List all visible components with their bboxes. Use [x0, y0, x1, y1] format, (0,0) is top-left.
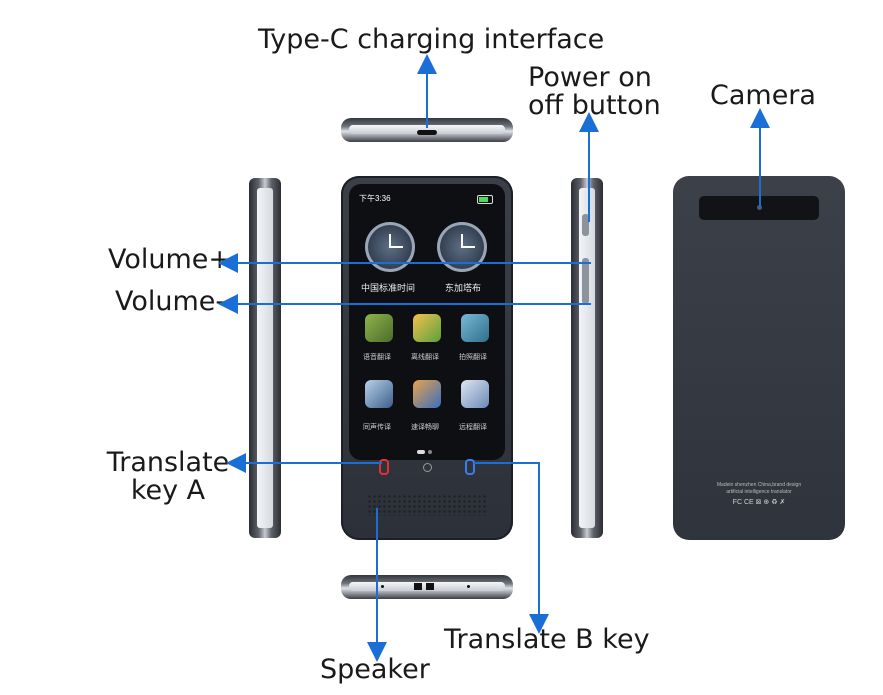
app-voice-translate-icon[interactable]	[365, 314, 393, 342]
camera-label: Camera	[710, 80, 816, 111]
status-time: 下午3:36	[359, 194, 391, 203]
app-label: 语音翻译	[363, 353, 391, 361]
translate-b-mic-button[interactable]	[465, 459, 475, 475]
volume-minus-label: Volume-	[115, 286, 226, 317]
back-text-line2: artificial intelligence translator	[726, 489, 792, 495]
back-text-line1: Madein shenzhen China,brand design	[716, 482, 802, 488]
typec-label: Type-C charging interface	[258, 24, 605, 55]
app-label: 远程翻译	[459, 423, 487, 431]
volume-rocker[interactable]	[582, 258, 589, 304]
battery-icon	[477, 195, 493, 204]
certification-marks: FC CE ⊠ ⊕ ♻ ✗	[732, 499, 786, 506]
power-label-line1: Power on	[528, 62, 652, 93]
device-right-side	[571, 178, 603, 538]
screen: 下午3:36 中国标准时间 东加塔布 语音翻译 离线翻译 拍照翻译 同声传译 速…	[349, 184, 505, 460]
mic-hole-icon	[467, 585, 470, 588]
app-label: 拍照翻译	[459, 353, 487, 361]
speaker-grille	[367, 494, 487, 516]
volume-plus-label: Volume+	[108, 244, 232, 275]
translate-a-line2: key A	[130, 474, 206, 506]
clock-label-2: 东加塔布	[445, 284, 482, 294]
page-indicator	[417, 441, 437, 454]
power-button-label: Power on off button	[528, 62, 661, 119]
app-simultaneous-icon[interactable]	[365, 380, 393, 408]
app-label: 离线翻译	[411, 353, 439, 361]
app-remote-translate-icon[interactable]	[461, 380, 489, 408]
camera-lens-icon	[757, 205, 762, 210]
app-photo-translate-icon[interactable]	[461, 314, 489, 342]
arrow-translate-b	[474, 462, 549, 634]
app-chat-icon[interactable]	[413, 380, 441, 408]
translate-a-line1: Translate	[106, 447, 230, 478]
device-front: 下午3:36 中国标准时间 东加塔布 语音翻译 离线翻译 拍照翻译 同声传译 速…	[341, 176, 513, 540]
device-bottom-edge	[341, 575, 513, 599]
home-button[interactable]	[423, 463, 432, 472]
mic-hole-icon	[381, 585, 384, 588]
clock-label-1: 中国标准时间	[361, 284, 416, 294]
bottom-port-icon	[414, 583, 422, 590]
app-offline-translate-icon[interactable]	[413, 314, 441, 342]
power-button[interactable]	[582, 214, 589, 236]
usb-c-port-icon	[417, 130, 437, 135]
app-label: 速译畅聊	[411, 423, 439, 431]
device-left-side	[249, 178, 281, 538]
bottom-port-icon	[426, 583, 434, 590]
translate-a-mic-button[interactable]	[379, 459, 389, 475]
translate-a-label: Translate key A	[104, 449, 232, 504]
app-label: 同声传译	[363, 423, 391, 431]
